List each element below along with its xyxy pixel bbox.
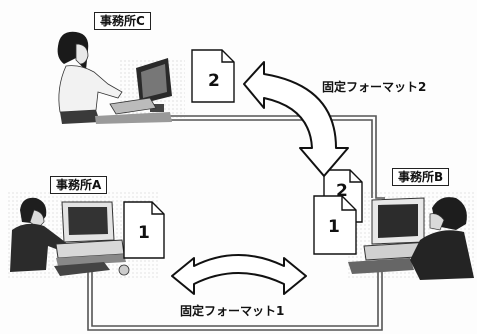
office-b-person-at-computer-icon bbox=[346, 190, 474, 280]
office-c-label: 事務所C bbox=[94, 12, 151, 30]
format2-label: 固定フォーマット2 bbox=[322, 80, 427, 94]
office-a-document-number: 1 bbox=[138, 223, 150, 243]
office-b-front-document-number: 1 bbox=[328, 217, 340, 237]
office-c-document-icon bbox=[191, 49, 235, 103]
office-a-label: 事務所A bbox=[50, 176, 108, 194]
format1-curved-double-arrow-icon bbox=[171, 254, 307, 295]
office-b-back-document-number: 2 bbox=[336, 181, 348, 201]
format1-label: 固定フォーマット1 bbox=[180, 304, 285, 318]
office-b-label: 事務所B bbox=[392, 168, 450, 186]
office-c-person-at-computer-icon bbox=[57, 31, 185, 124]
office-c-document-number: 2 bbox=[208, 71, 220, 91]
office-b-front-document-icon bbox=[313, 195, 357, 255]
office-a-document-icon bbox=[123, 201, 165, 259]
format2-curved-double-arrow-icon bbox=[243, 61, 349, 177]
